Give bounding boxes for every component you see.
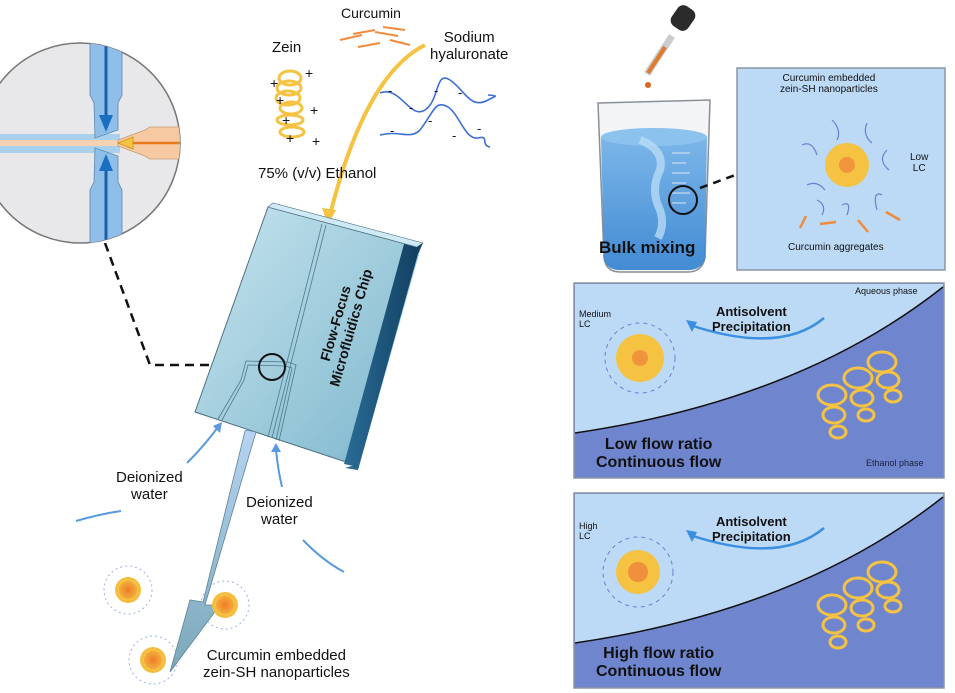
low-flow-process-label: Antisolvent Precipitation (712, 304, 791, 334)
hyaluronate-charge: - (409, 100, 414, 115)
bulk-mixing-label: Bulk mixing (599, 238, 696, 257)
water-left-label: Deionized water (116, 469, 183, 503)
beaker (597, 99, 711, 273)
ethanol-inlet-line (328, 43, 426, 216)
curcumin-aggregates (798, 210, 901, 233)
zein-charge: + (310, 102, 319, 118)
nanoparticle-cluster (103, 565, 250, 685)
ethanol-label: 75% (v/v) Ethanol (258, 165, 377, 182)
sodium-hyaluronate-label: Sodium hyaluronate (430, 29, 509, 63)
zein-coil (274, 69, 306, 139)
zein-charge: + (305, 65, 314, 81)
zein-charge: + (286, 130, 295, 146)
bulk-loading-label: Low LC (910, 152, 929, 175)
dropper (644, 5, 696, 88)
junction-zoom-circle (0, 42, 181, 244)
microfluidic-chip (194, 202, 424, 470)
outlet-arrow (169, 429, 257, 673)
hyaluronate-chains (379, 77, 496, 148)
zein-charge: + (276, 92, 285, 108)
low-flow-loading-label: Medium LC (579, 309, 612, 330)
zein-charge: + (270, 75, 279, 91)
hyaluronate-charge: - (428, 113, 433, 128)
zein-label: Zein (272, 39, 302, 56)
curcumin-label: Curcumin (341, 5, 401, 21)
hyaluronate-charge: - (452, 128, 457, 143)
water-inlet-arrows (75, 426, 345, 573)
high-flow-panel (573, 492, 945, 689)
low-flow-panel (573, 282, 945, 479)
high-flow-loading-label: High LC (579, 521, 598, 542)
hyaluronate-charge: - (477, 121, 482, 136)
product-label: Curcumin embedded zein-SH nanoparticles (203, 647, 350, 681)
bulk-connector-line (699, 172, 739, 190)
curcumin-aggregates-label: Curcumin aggregates (788, 242, 884, 253)
ethanol-inlet-arrowhead (322, 208, 336, 225)
ethanol-phase-label: Ethanol phase (866, 458, 924, 468)
aqueous-phase-label: Aqueous phase (855, 286, 918, 296)
zein-charge: + (282, 112, 291, 128)
bulk-panel-title: Curcumin embedded zein-SH nanoparticles (780, 73, 878, 96)
low-flow-title: Low flow ratio Continuous flow (596, 436, 722, 471)
high-flow-process-label: Antisolvent Precipitation (712, 514, 791, 544)
hyaluronate-charge: - (388, 83, 393, 98)
water-right-label: Deionized water (246, 494, 313, 528)
hyaluronate-charge: - (434, 83, 439, 98)
bulk-nanoparticle (801, 119, 890, 216)
hyaluronate-charge: - (458, 85, 463, 100)
hyaluronate-charge: - (390, 123, 395, 138)
curcumin-molecules (339, 26, 411, 48)
zein-charge: + (312, 133, 321, 149)
high-flow-title: High flow ratio Continuous flow (596, 645, 722, 680)
